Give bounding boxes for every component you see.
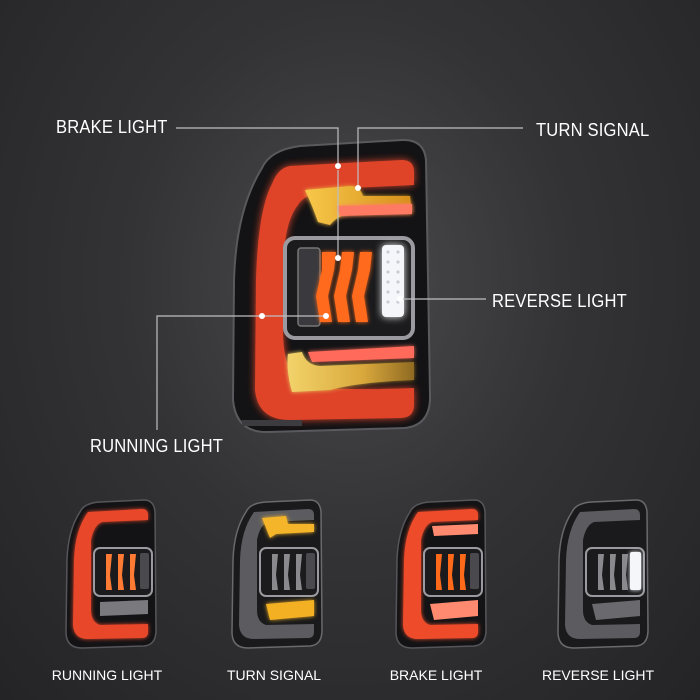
- thumbnail-brake: [395, 499, 487, 649]
- turn-signal-label: TURN SIGNAL: [536, 120, 650, 140]
- running-callout-dot: [259, 313, 265, 319]
- orange-bar-3: [352, 252, 372, 322]
- turn-callout-line: [357, 127, 523, 188]
- thumbnail-reverse: [557, 499, 649, 649]
- reverse-callout-dot: [397, 296, 403, 302]
- brake-callout-line: [176, 127, 339, 166]
- orange-bar-2: [334, 252, 354, 322]
- thumbnail-label-reverse: REVERSE LIGHT: [541, 667, 655, 683]
- turn-callout-dot: [355, 185, 361, 191]
- lower-brake-strip: [308, 346, 414, 362]
- thumbnail-label-running: RUNNING LIGHT: [51, 667, 163, 683]
- upper-red-accent: [338, 204, 412, 216]
- lower-amber-section: [287, 352, 414, 392]
- running-callout-line: [156, 315, 262, 430]
- thumbnail-running: [65, 499, 157, 649]
- orange-bar-1: [316, 252, 336, 322]
- reverse-light-label: REVERSE LIGHT: [492, 291, 627, 311]
- brake-light-label: BRAKE LIGHT: [56, 117, 168, 137]
- brake-callout-dot: [335, 163, 341, 169]
- thumbnail-label-turn: TURN SIGNAL: [226, 667, 322, 683]
- red-running-bar: [255, 160, 414, 420]
- thumbnail-turn: [231, 499, 323, 649]
- running-light-label: RUNNING LIGHT: [90, 436, 224, 456]
- thumbnail-label-brake: BRAKE LIGHT: [389, 667, 483, 683]
